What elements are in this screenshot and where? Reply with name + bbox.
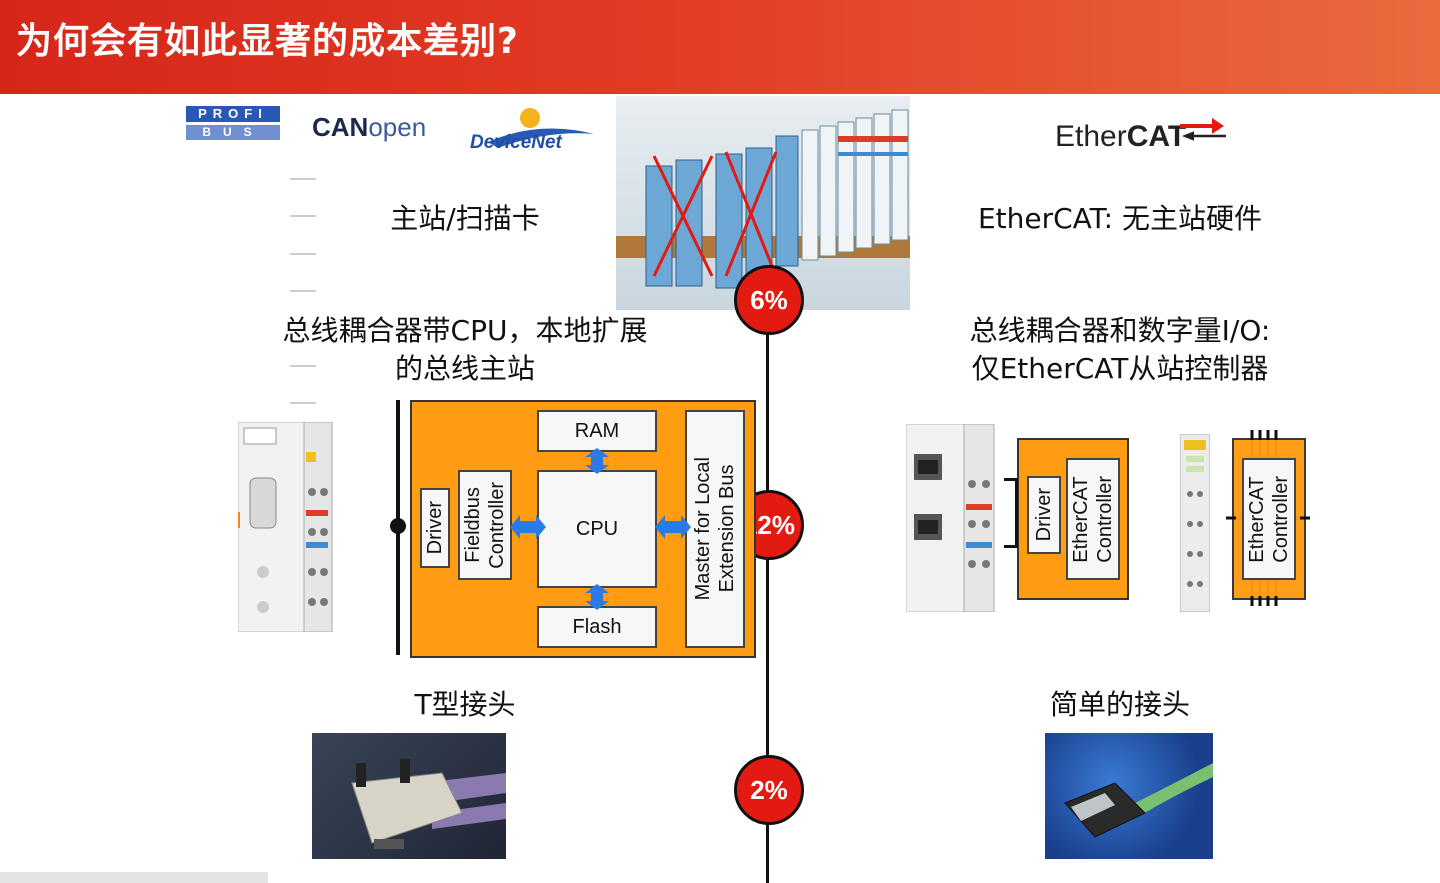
canopen-logo-bold: CAN	[312, 112, 369, 142]
ec2-label-line1: EtherCAT	[1246, 475, 1268, 563]
canopen-logo-light: open	[368, 112, 427, 142]
t-connector-illustration	[351, 759, 506, 849]
decor-dash	[290, 290, 316, 292]
coupler-cpu-label-line2: 的总线主站	[394, 352, 535, 385]
slave-bus-lines-overlay-icon	[1226, 430, 1310, 606]
right-bus-stub-2	[1004, 545, 1018, 548]
devicenet-logo: DeviceNet	[468, 104, 598, 156]
digital-io-terminal-photo	[1179, 433, 1211, 613]
ethercat-coupler-label-line2: 仅EtherCAT从站控制器	[971, 352, 1269, 385]
right-bus-stub-1	[1004, 478, 1018, 481]
decor-dash	[290, 253, 316, 255]
flash-block: Flash	[537, 606, 657, 648]
rj45-connector-photo	[1045, 733, 1213, 859]
ethercat-arrows-icon	[1180, 118, 1226, 141]
decor-dash	[290, 178, 316, 180]
t-connector-photo	[312, 733, 506, 859]
driver-block-right: Driver	[1027, 476, 1061, 554]
profibus-logo-top: PROFI	[186, 106, 280, 122]
ethercat-logo: EtherCAT	[1055, 120, 1186, 154]
ec1-label-line1: EtherCAT	[1070, 475, 1092, 563]
decor-dash	[290, 402, 316, 404]
percent-badge-6: 6%	[734, 265, 804, 335]
profibus-logo-bottom: BUS	[186, 125, 280, 140]
digital-io-illustration	[1179, 433, 1211, 613]
slide-title: 为何会有如此显著的成本差别?	[16, 21, 519, 62]
ethercat-logo-light: Ether	[1055, 120, 1127, 153]
canopen-logo: CANopen	[312, 112, 426, 143]
scanner-card-label: 主站/扫描卡	[390, 202, 540, 235]
bus-coupler-module-photo	[236, 421, 334, 633]
profibus-logo: PROFI BUS	[186, 106, 280, 144]
t-connector-label: T型接头	[414, 688, 516, 721]
devicenet-logo-text: DeviceNet	[470, 132, 562, 153]
driver-block-left: Driver	[420, 488, 450, 568]
decor-dash	[290, 365, 316, 367]
left-bus-node	[390, 518, 406, 534]
simple-connector-label: 简单的接头	[1049, 688, 1190, 721]
decor-dash	[290, 215, 316, 217]
ec1-label-line2: Controller	[1094, 475, 1116, 563]
center-divider-line	[766, 300, 769, 883]
bidirectional-arrow-icons	[510, 448, 691, 610]
right-diagram-bus	[1015, 478, 1018, 548]
ethercat-logo-bold: CAT	[1126, 120, 1187, 153]
driver-block-right-label: Driver	[1033, 488, 1055, 542]
no-master-hardware-label: EtherCAT: 无主站硬件	[977, 202, 1263, 235]
ethercat-coupler-illustration	[905, 423, 995, 613]
coupler-cpu-label-line1: 总线耦合器带CPU，本地扩展	[282, 314, 648, 347]
ethercat-coupler-photo	[905, 423, 996, 613]
bus-coupler-illustration	[236, 421, 333, 633]
ethercat-coupler-label-line1: 总线耦合器和数字量I/O:	[969, 314, 1271, 347]
devicenet-swoosh-icon	[488, 108, 594, 148]
rj45-connector-illustration	[1064, 763, 1213, 838]
header-bar	[0, 0, 1440, 94]
percent-badge-2: 2%	[734, 755, 804, 825]
bottom-strip	[0, 872, 268, 883]
terminal-rack-photo	[616, 96, 910, 310]
terminal-rack-illustration	[616, 109, 910, 289]
ec2-label-line2: Controller	[1270, 475, 1292, 563]
